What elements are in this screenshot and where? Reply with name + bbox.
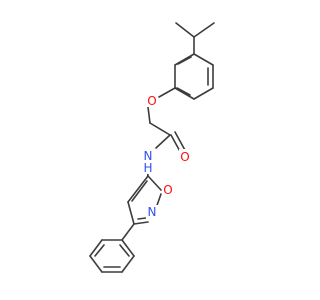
bond — [121, 223, 135, 241]
bond — [175, 22, 195, 38]
molecule-canvas: O O N H O N — [89, 22, 215, 273]
bond — [127, 201, 135, 225]
molecule-structure: O O N H O N — [89, 22, 215, 273]
atom-label-group: O O N H O N — [140, 93, 191, 219]
bond — [193, 87, 214, 100]
bond — [149, 122, 171, 136]
bond — [155, 134, 171, 149]
amide-hydrogen-label: H — [143, 161, 152, 175]
bond — [133, 221, 149, 225]
bond — [158, 87, 176, 98]
isoxazole-nitrogen-label: N — [148, 205, 157, 219]
bond — [174, 131, 187, 153]
bond — [176, 87, 191, 96]
bond — [193, 53, 214, 66]
bond-group — [89, 22, 215, 273]
bond — [137, 217, 147, 220]
amide-nitrogen-label: N — [144, 149, 153, 163]
bond — [177, 56, 192, 65]
bond — [121, 239, 135, 257]
bond — [131, 180, 148, 202]
ether-oxygen-label: O — [147, 94, 156, 108]
bond — [121, 255, 135, 273]
bond — [94, 244, 105, 257]
bond — [119, 244, 130, 257]
carbonyl-oxygen-label: O — [180, 150, 189, 164]
bond — [193, 22, 215, 38]
bond — [89, 255, 103, 273]
bond — [147, 106, 151, 124]
bond — [127, 175, 149, 203]
bond — [89, 239, 103, 257]
bond — [174, 87, 195, 100]
bond — [147, 175, 162, 191]
isoxazole-oxygen-label: O — [163, 183, 172, 197]
